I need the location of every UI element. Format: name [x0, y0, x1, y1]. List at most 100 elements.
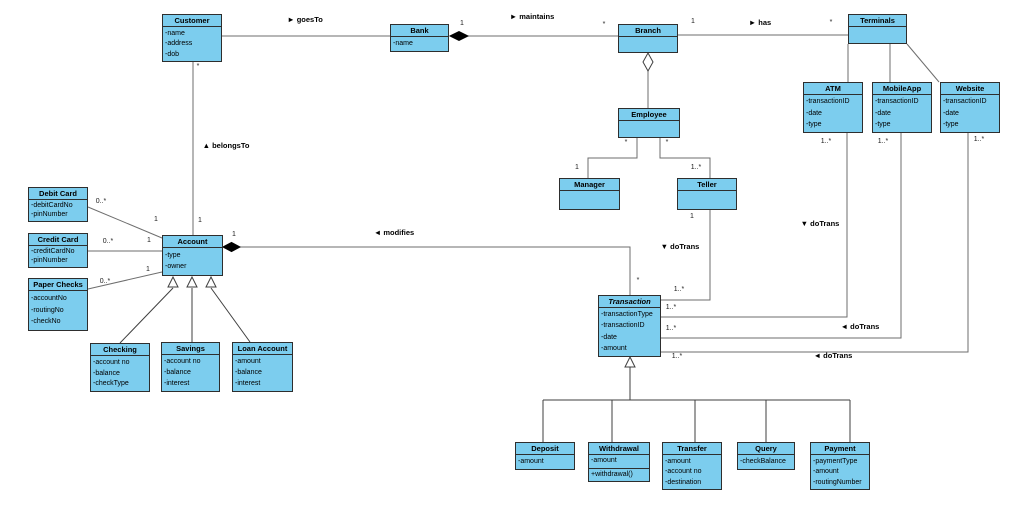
attribute: -type — [806, 120, 822, 128]
class-attributes-query: -checkBalance — [738, 455, 794, 469]
class-title-teller: Teller — [678, 179, 736, 191]
open-triangle-account-generalization-2 — [186, 275, 198, 288]
association-label-dotrans-atm: ▼ doTrans — [800, 219, 840, 228]
attribute: -transactionID — [943, 98, 987, 106]
class-bank: Bank-name — [390, 24, 449, 52]
attribute: -type — [875, 120, 891, 128]
association-label-goesto: ► goesTo — [287, 15, 323, 24]
attribute: -type — [943, 120, 959, 128]
attribute: -pinNumber — [31, 257, 68, 265]
class-attributes-credit-card: -creditCardNo -pinNumber — [29, 246, 87, 267]
filled-diamond-account-composition — [221, 241, 242, 253]
edge-paperchecks-account — [87, 271, 163, 290]
method: +withdrawal() — [591, 470, 633, 478]
attribute: -amount — [601, 344, 627, 352]
association-label-modifies: ◄ modifies — [373, 228, 415, 237]
attribute: -amount — [813, 468, 839, 475]
multiplicity-transaction-website-1star: 1..* — [671, 353, 683, 360]
class-title-website: Website — [941, 83, 999, 95]
attribute: -balance — [93, 369, 120, 377]
attribute: -amount — [591, 457, 617, 465]
class-transfer: Transfer-amount-account no-destination — [662, 442, 722, 490]
attribute: -amount — [518, 458, 544, 465]
attribute: -account no — [665, 468, 702, 475]
class-title-loan-account: Loan Account — [233, 343, 292, 355]
class-debit-card: Debit Card-debitCardNo -pinNumber — [28, 187, 88, 222]
class-atm: ATM-transactionID-date-type — [803, 82, 863, 133]
association-label-belongsto: ▲ belongsTo — [202, 141, 250, 150]
class-attributes-withdrawal: -amount — [589, 455, 649, 468]
class-teller: Teller — [677, 178, 737, 210]
class-title-debit-card: Debit Card — [29, 188, 87, 200]
attribute: -amount — [665, 457, 691, 465]
class-loan-account: Loan Account-amount-balance-interest — [232, 342, 293, 392]
class-attributes-transaction: -transactionType-transactionID-date-amou… — [599, 308, 660, 356]
edge-terminals-website — [906, 43, 940, 83]
attribute: -balance — [235, 369, 262, 376]
multiplicity-transaction-atm-1star: 1..* — [665, 304, 677, 311]
attribute: -type — [165, 251, 181, 259]
class-title-credit-card: Credit Card — [29, 234, 87, 246]
class-title-savings: Savings — [162, 343, 219, 355]
class-branch: Branch — [618, 24, 678, 53]
class-title-checking: Checking — [91, 344, 149, 356]
class-attributes-customer: -name-address-dob — [163, 27, 221, 61]
attribute: -creditCardNo — [31, 247, 75, 255]
filled-diamond-bank-composition — [448, 30, 470, 42]
class-employee: Employee — [618, 108, 680, 138]
class-title-employee: Employee — [619, 109, 679, 121]
class-attributes-transfer: -amount-account no-destination — [663, 455, 721, 489]
class-attributes-branch — [619, 37, 677, 52]
class-title-query: Query — [738, 443, 794, 455]
multiplicity-atm-dotrans-1star: 1..* — [820, 138, 832, 145]
attribute: -balance — [164, 369, 191, 376]
class-attributes-employee — [619, 121, 679, 137]
association-label-dotrans-mobileapp: ◄ doTrans — [840, 322, 880, 331]
attribute: -account no — [93, 358, 130, 366]
association-label-has: ► has — [748, 18, 772, 27]
class-title-terminals: Terminals — [849, 15, 906, 27]
class-title-transaction: Transaction — [599, 296, 660, 308]
multiplicity-teller-dotrans-1: 1 — [690, 213, 694, 220]
class-checking: Checking-account no-balance-checkType — [90, 343, 150, 392]
attribute: -date — [806, 109, 822, 117]
class-methods-withdrawal: +withdrawal() — [589, 467, 649, 482]
multiplicity-account-belongsto-1: 1 — [198, 217, 202, 224]
multiplicity-paperchecks-0star: 0..* — [99, 278, 111, 285]
attribute: -date — [943, 109, 959, 117]
attribute: -account no — [164, 358, 201, 365]
class-title-deposit: Deposit — [516, 443, 574, 455]
class-attributes-bank: -name — [391, 37, 448, 51]
class-title-bank: Bank — [391, 25, 448, 37]
class-attributes-deposit: -amount — [516, 455, 574, 469]
association-label-dotrans-teller: ▼ doTrans — [660, 242, 700, 251]
attribute: -interest — [164, 380, 190, 387]
edge-checking-account — [119, 287, 174, 344]
attribute: -dob — [165, 50, 180, 58]
attribute: -pinNumber — [31, 211, 68, 219]
attribute: -name — [165, 29, 185, 37]
class-mobileapp: MobileApp-transactionID-date-type — [872, 82, 932, 133]
attribute: -transactionID — [806, 98, 850, 106]
class-attributes-teller — [678, 191, 736, 209]
class-payment: Payment-paymentType-amount-routingNumber — [810, 442, 870, 490]
class-title-mobileapp: MobileApp — [873, 83, 931, 95]
class-website: Website -transactionID -date -type — [940, 82, 1000, 133]
edge-employee-teller — [659, 138, 711, 178]
attribute: -paymentType — [813, 457, 858, 465]
attribute: -transactionID — [601, 322, 645, 330]
edge-atm-transaction-dotrans — [661, 133, 848, 318]
multiplicity-branch-has-1: 1 — [691, 18, 695, 25]
class-deposit: Deposit -amount — [515, 442, 575, 470]
open-diamond-branch-aggregation — [642, 51, 654, 73]
attribute: -debitCardNo — [31, 201, 73, 209]
attribute: -interest — [235, 380, 261, 387]
class-attributes-manager — [560, 191, 619, 209]
multiplicity-debitcard-0star: 0..* — [95, 198, 107, 205]
multiplicity-teller-1star: 1..* — [690, 164, 702, 171]
multiplicity-mobileapp-dotrans-1star: 1..* — [877, 138, 889, 145]
class-attributes-terminals — [849, 27, 906, 43]
attribute: -routingNumber — [813, 478, 862, 486]
